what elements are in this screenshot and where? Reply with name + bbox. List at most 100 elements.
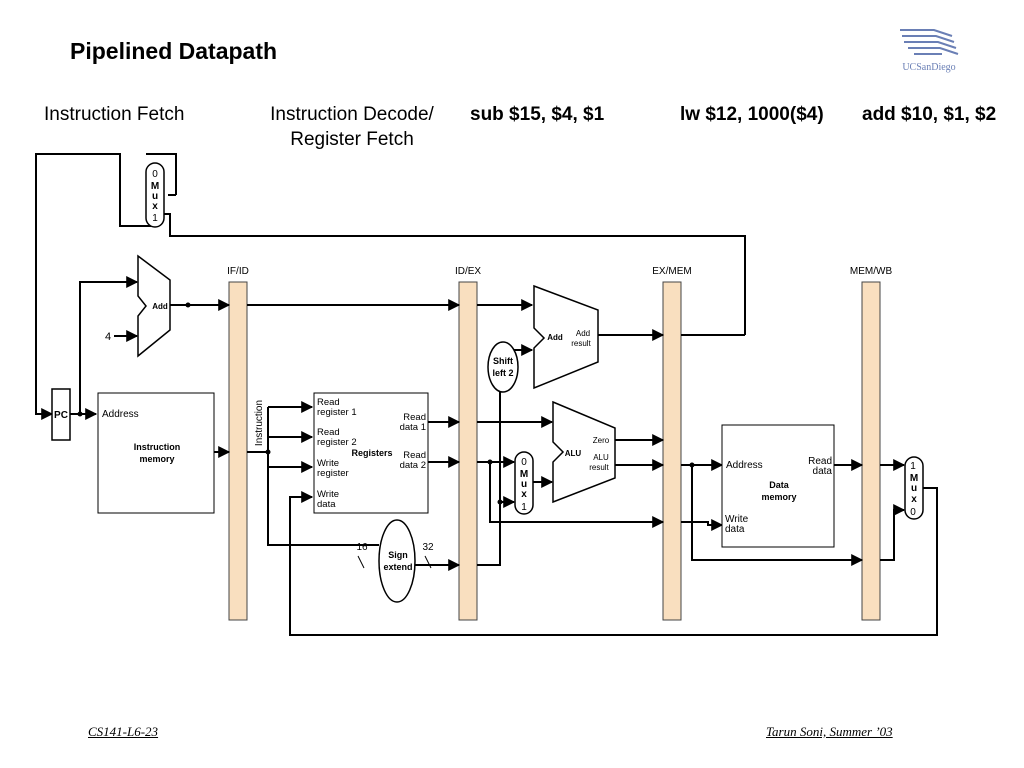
wire-writeback bbox=[289, 487, 938, 636]
ex-mem-label: EX/MEM bbox=[652, 266, 691, 277]
instruction-bus-label: Instruction bbox=[254, 400, 265, 446]
wire-aluresult-to-memwb bbox=[691, 465, 864, 566]
shift-left-2-unit bbox=[487, 341, 519, 393]
reg-read-register1-line1: Read bbox=[317, 397, 340, 408]
shift-left-2-line1: Shift bbox=[493, 356, 513, 366]
pc-mux-m-label: M bbox=[151, 181, 159, 192]
alu-mux-m-label: M bbox=[520, 469, 528, 480]
wb-mux-m-label: M bbox=[910, 473, 918, 484]
pc-adder-label: Add bbox=[152, 302, 168, 311]
slide-title: Pipelined Datapath bbox=[70, 38, 278, 64]
stage-instruction-decode-line2: Register Fetch bbox=[290, 129, 414, 150]
sign-extend-out-slash bbox=[424, 555, 432, 569]
wire-imm-to-mux bbox=[477, 496, 516, 566]
stage-writeback-instruction: add $10, $1, $2 bbox=[862, 104, 997, 125]
sign-extend-line1: Sign bbox=[388, 550, 408, 560]
wire-branch-target bbox=[160, 213, 746, 335]
mem-to-reg-mux bbox=[904, 456, 924, 520]
if-id-label: IF/ID bbox=[227, 266, 249, 277]
stage-execute-instruction: sub $15, $4, $1 bbox=[470, 104, 605, 125]
pc-label: PC bbox=[54, 410, 68, 421]
stage-instruction-decode: Instruction Decode/ Register Fetch bbox=[252, 104, 452, 151]
mem-wb-register bbox=[861, 281, 881, 621]
alu-name-label: ALU bbox=[565, 449, 582, 458]
sign-extend-unit bbox=[378, 519, 416, 603]
reg-write-data-line2: data bbox=[317, 499, 336, 510]
mem-wb-label: MEM/WB bbox=[850, 266, 893, 277]
alu-mux-input1-label: 1 bbox=[521, 502, 527, 513]
alu-mux-input0-label: 0 bbox=[521, 457, 527, 468]
pc-mux-input1-label: 1 bbox=[152, 213, 158, 224]
wire-pc-to-add bbox=[79, 276, 139, 414]
wb-mux-x-label: x bbox=[911, 494, 917, 505]
id-ex-label: ID/EX bbox=[455, 266, 481, 277]
sign-extend-in-slash bbox=[357, 555, 365, 569]
reg-write-data-line1: Write bbox=[317, 489, 339, 500]
imem-name-line2: memory bbox=[139, 454, 174, 464]
pc-mux-u-label: u bbox=[152, 191, 158, 202]
sign-extend-out-bits: 32 bbox=[422, 542, 434, 553]
pc-mux-input0-label: 0 bbox=[152, 169, 158, 180]
pc-source-mux bbox=[145, 162, 165, 228]
wire-writedata-to-dmem bbox=[681, 519, 724, 531]
id-ex-register bbox=[458, 281, 478, 621]
wire-pc4-loop bbox=[146, 153, 177, 195]
wire-aluresult-to-wbmux bbox=[880, 504, 906, 561]
if-id-register bbox=[228, 281, 248, 621]
reg-write-register-line2: register bbox=[317, 468, 349, 479]
wire-mux-to-pc bbox=[35, 153, 155, 420]
wb-mux-input0-label: 0 bbox=[910, 507, 916, 518]
wb-mux-input1-label: 1 bbox=[910, 461, 916, 472]
sign-extend-in-bits: 16 bbox=[356, 542, 368, 553]
branch-adder-label: Add bbox=[547, 333, 563, 342]
ucsd-logo-icon: UCSanDiego bbox=[900, 29, 959, 73]
reg-read-register2-line1: Read bbox=[317, 427, 340, 438]
dmem-read-data-line1: Read bbox=[808, 456, 832, 467]
reg-read-register2-line2: register 2 bbox=[317, 437, 357, 448]
reg-read-data1-line2: data 1 bbox=[400, 422, 426, 433]
junction-dots bbox=[77, 302, 695, 505]
stage-instruction-fetch: Instruction Fetch bbox=[44, 104, 185, 125]
sign-extend-line2: extend bbox=[383, 562, 412, 572]
stage-memory-instruction: lw $12, 1000($4) bbox=[680, 104, 824, 125]
imem-address-label: Address bbox=[102, 409, 139, 420]
wb-mux-u-label: u bbox=[911, 483, 917, 494]
instruction-memory bbox=[97, 392, 215, 514]
pc-adder bbox=[137, 254, 171, 358]
wire-rd2-to-exmem bbox=[489, 462, 665, 528]
alu-mux-x-label: x bbox=[521, 489, 527, 500]
dmem-read-data-line2: data bbox=[813, 466, 833, 477]
dmem-name-line1: Data bbox=[769, 480, 790, 490]
footer-author[interactable]: Tarun Soni, Summer ’03 bbox=[766, 724, 893, 739]
alu-result-line1: ALU bbox=[593, 453, 609, 462]
const-four-label: 4 bbox=[105, 331, 111, 343]
pc-register bbox=[51, 388, 71, 441]
alu-zero-label: Zero bbox=[593, 436, 610, 445]
shift-left-2-line2: left 2 bbox=[492, 368, 513, 378]
reg-read-data2-line1: Read bbox=[403, 450, 426, 461]
ucsd-logo: UCSanDiego bbox=[894, 22, 964, 74]
dmem-write-data-line1: Write bbox=[725, 514, 749, 525]
dmem-name-line2: memory bbox=[761, 492, 796, 502]
alu-result-line2: result bbox=[589, 463, 609, 472]
dmem-write-data-line2: data bbox=[725, 524, 745, 535]
reg-read-data1-line1: Read bbox=[403, 412, 426, 423]
alu-unit bbox=[552, 400, 616, 504]
logo-text: UCSanDiego bbox=[902, 62, 955, 73]
branch-add-result-line2: result bbox=[571, 339, 591, 348]
register-file bbox=[313, 392, 429, 514]
reg-write-register-line1: Write bbox=[317, 458, 339, 469]
reg-read-register1-line2: register 1 bbox=[317, 407, 357, 418]
branch-add-result-line1: Add bbox=[576, 329, 590, 338]
pc-mux-x-label: x bbox=[152, 201, 158, 212]
data-memory bbox=[721, 424, 835, 548]
dmem-address-label: Address bbox=[726, 460, 763, 471]
alu-src-mux bbox=[514, 451, 534, 515]
reg-read-data2-line2: data 2 bbox=[400, 460, 426, 471]
imem-name-line1: Instruction bbox=[134, 442, 181, 452]
footer-course-code[interactable]: CS141-L6-23 bbox=[88, 724, 159, 739]
branch-adder bbox=[533, 284, 599, 390]
ex-mem-register bbox=[662, 281, 682, 621]
stage-instruction-decode-line1: Instruction Decode/ bbox=[270, 104, 434, 125]
